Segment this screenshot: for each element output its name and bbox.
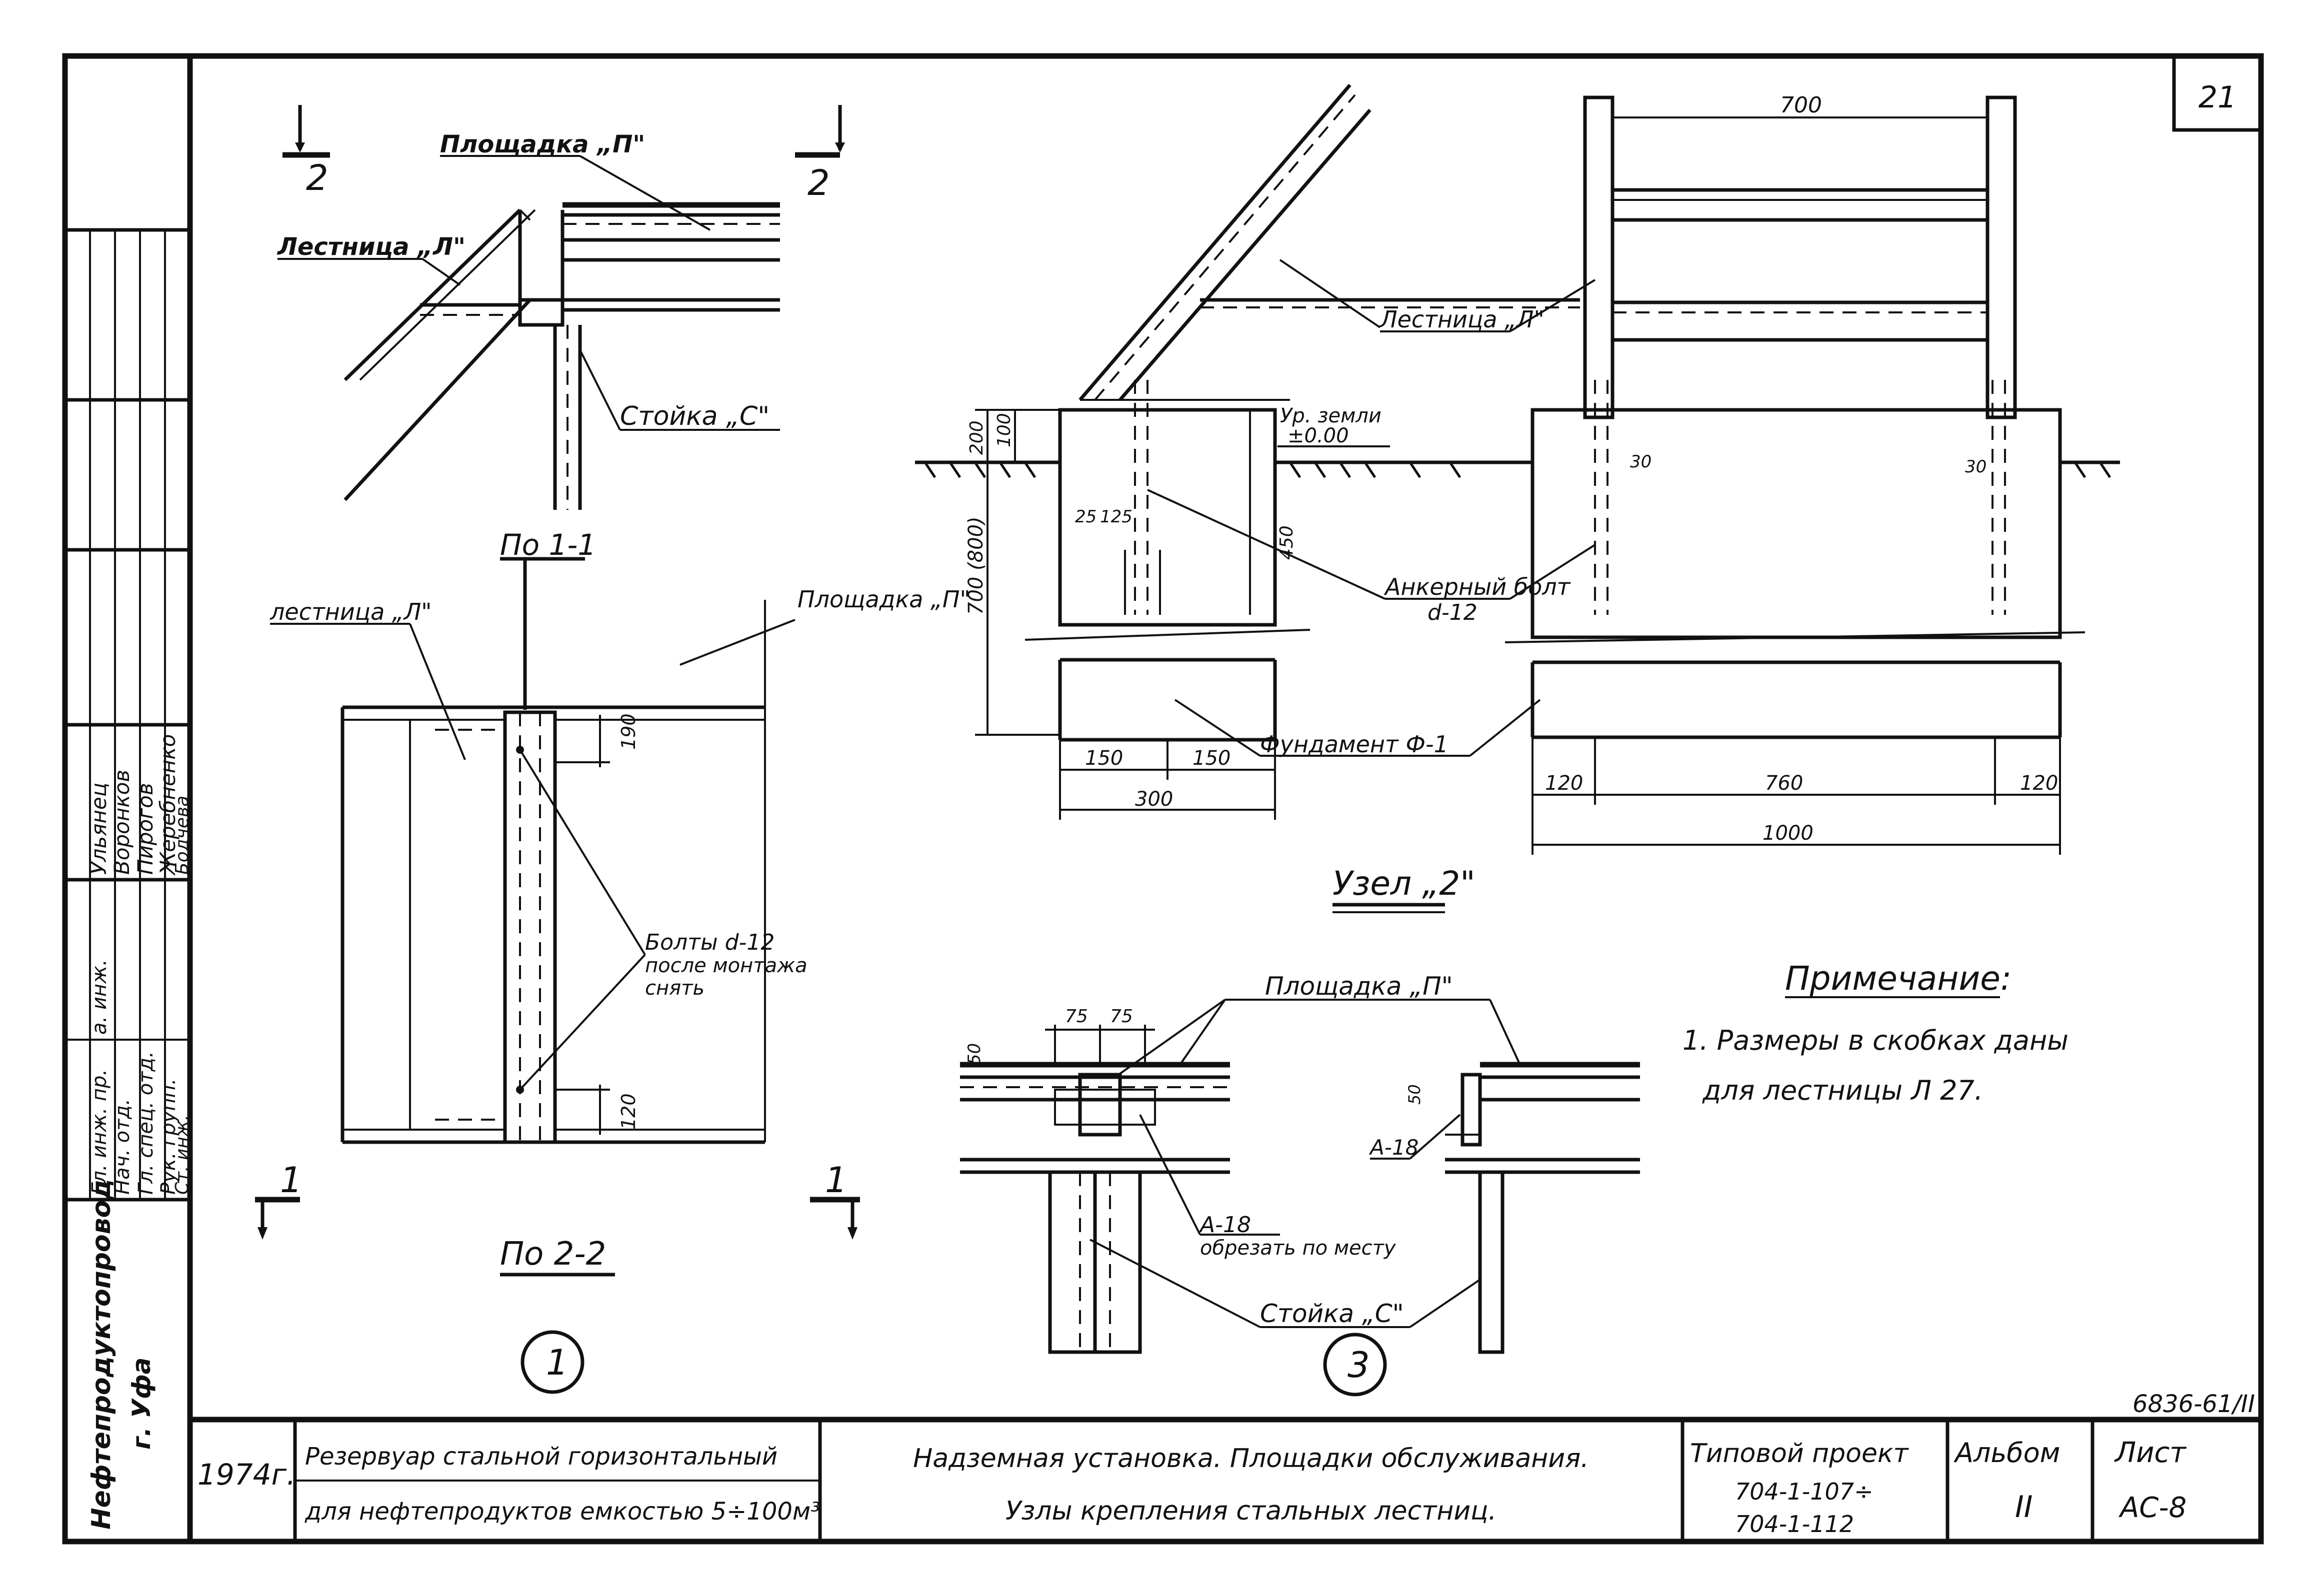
dim-300: 300: [1135, 788, 1173, 811]
stamp-role-5: Ст. инж.: [172, 1115, 192, 1195]
stamp-role-1: Гл. инж. пр.: [88, 1069, 111, 1195]
dim-75-a: 75: [1065, 1006, 1088, 1027]
stamp-sheet-label: Лист: [2114, 1437, 2186, 1469]
label-platform-p: Площадка „П": [440, 130, 645, 158]
sheet-number: 21: [2198, 80, 2236, 115]
ground-level-label: Ур. земли: [1280, 404, 1382, 427]
label-ladder-l: Лестница „Л": [276, 233, 466, 261]
dim-30-right: 30: [1965, 457, 1986, 477]
stamp-name-3: Пирогов: [133, 783, 158, 875]
note-line-2: для лестницы Л 27.: [1702, 1075, 1983, 1106]
label-anchor-bolt: Анкерный болт: [1384, 573, 1571, 600]
label-platform-p-section: Площадка „П": [798, 586, 970, 613]
note-title: Примечание:: [1785, 959, 2012, 998]
bolts-note-1: Болты d-12: [645, 930, 774, 955]
title-block: 1974г. Резервуар стальной горизонтальный…: [198, 80, 2255, 1542]
label-cut-on-site: обрезать по месту: [1200, 1237, 1396, 1260]
dim-150-a: 150: [1085, 747, 1123, 770]
bolts-note-2: после монтажа: [645, 954, 808, 977]
stamp-role-3: Гл. спец. отд.: [134, 1051, 158, 1195]
label-platform-p-view3: Площадка „П": [1265, 972, 1453, 1001]
dim-120: 120: [618, 1093, 640, 1130]
bolts-note-3: снять: [645, 977, 704, 1000]
stamp-city: г. Уфа: [127, 1358, 156, 1450]
label-a18: А-18: [1198, 1212, 1251, 1238]
label-a18-right: А-18: [1368, 1135, 1418, 1160]
dim-125: 125: [1100, 507, 1132, 527]
stamp-project-label: Типовой проект: [1690, 1439, 1909, 1469]
ground-hatch: [924, 461, 2112, 478]
note-line-1: 1. Размеры в скобках даны: [1682, 1025, 2068, 1056]
view-number-1: 1: [546, 1342, 568, 1383]
stamp-role-2: Нач. отд.: [111, 1099, 134, 1195]
label-anchor-d: d-12: [1428, 600, 1478, 625]
dim-30-left: 30: [1630, 452, 1652, 472]
node-2-title: Узел „2": [1332, 864, 1476, 903]
stamp-sheet-value: АС-8: [2118, 1492, 2186, 1524]
dim-50: 50: [964, 1043, 984, 1065]
dim-150-b: 150: [1192, 747, 1230, 770]
dim-75-b: 75: [1110, 1006, 1133, 1027]
dim-top-700: 700: [1780, 92, 1822, 118]
dim-190: 190: [618, 713, 640, 750]
section-1-1-title: По 1-1: [500, 528, 596, 562]
label-foundation: Фундамент Ф-1: [1260, 731, 1448, 758]
stamp-title-line-1: Надземная установка. Площадки обслуживан…: [913, 1444, 1589, 1474]
stamp-project-code-1: 704-1-107÷: [1735, 1478, 1874, 1505]
dim-120-b: 120: [2020, 772, 2058, 795]
view-number-3: 3: [1348, 1345, 1370, 1386]
section-mark-2-left: 2: [306, 157, 328, 198]
dim-50-right: 50: [1405, 1084, 1424, 1105]
dim-1000: 1000: [1762, 822, 1814, 845]
stamp-object-line-2: для нефтепродуктов емкостью 5÷100м³: [304, 1498, 820, 1526]
label-ladder-l-node2: Лестница „Л": [1379, 306, 1544, 333]
stamp-album-value: II: [2015, 1490, 2032, 1525]
section-mark-2-right: 2: [808, 162, 830, 203]
dim-760: 760: [1765, 772, 1803, 795]
stamp-role-4: Рук. групп.: [157, 1079, 180, 1195]
ground-level-value: ±0.00: [1288, 424, 1349, 447]
stamp-organization: Нефтепродуктопровод: [86, 1179, 116, 1530]
section-mark-1-left: 1: [280, 1160, 302, 1201]
section-mark-1-right: 1: [825, 1160, 848, 1201]
dim-100: 100: [994, 413, 1014, 447]
view-3: 75 75 50 50 А-18 Площадка „П" А-18 обрез…: [960, 972, 1640, 1397]
side-stamp: Гл. инж. пр. Нач. отд. Гл. спец. отд. Ру…: [65, 228, 192, 1530]
stamp-title-line-2: Узлы крепления стальных лестниц.: [1006, 1496, 1496, 1526]
view-1-elevation: 2 2 Площадка „П" Лестница „Л" Сто: [276, 105, 845, 510]
stamp-project-code-2: 704-1-112: [1735, 1511, 1854, 1538]
sheet-frame: [62, 53, 2264, 1545]
dim-200: 200: [966, 420, 987, 455]
stamp-signature-header: а. инж.: [88, 959, 111, 1035]
stamp-name-1: Ульянец: [86, 783, 111, 875]
label-post-c: Стойка „С": [620, 401, 770, 431]
stamp-year: 1974г.: [198, 1458, 296, 1492]
stamp-name-5: Бодчева: [172, 796, 192, 875]
label-post-c-view3: Стойка „С": [1260, 1299, 1404, 1328]
dim-700-800: 700 (800): [964, 516, 988, 615]
note-block: Примечание: 1. Размеры в скобках даны дл…: [1682, 959, 2068, 1106]
dim-120-a: 120: [1545, 772, 1583, 795]
section-2-2-title: По 2-2: [500, 1236, 606, 1273]
node-2: 700: [915, 83, 2120, 913]
stamp-name-4: Жеребненко: [156, 734, 180, 876]
section-1-1: По 1-1 190 120 лестница „Л" Площад: [255, 528, 970, 1394]
stamp-album-label: Альбом: [1954, 1437, 2060, 1469]
label-ladder-l-section: лестница „Л": [270, 598, 432, 625]
stamp-object-line-1: Резервуар стальной горизонтальный: [305, 1443, 778, 1471]
dim-25: 25: [1075, 507, 1096, 527]
archive-code: 6836-61/II: [2132, 1390, 2255, 1418]
stamp-name-2: Воронков: [110, 770, 134, 875]
